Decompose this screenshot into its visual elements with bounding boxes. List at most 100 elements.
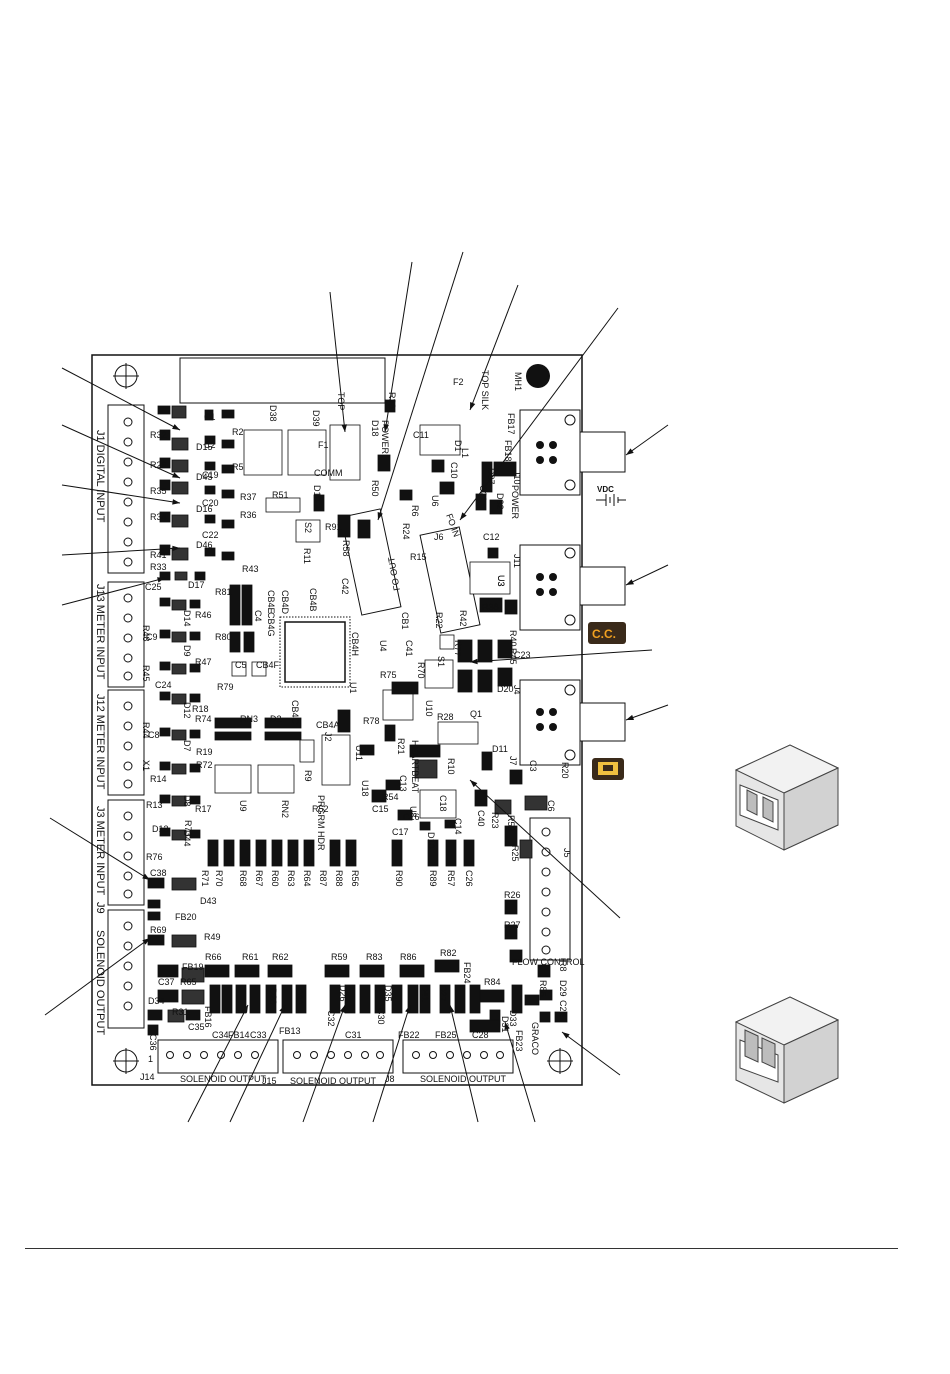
component-label: C2 <box>204 440 216 450</box>
battery-icon <box>596 494 626 506</box>
component-label: R56 <box>350 870 360 887</box>
component-label: D34 <box>148 996 165 1006</box>
component-label: D10 <box>426 832 436 849</box>
leader-arrow-19 <box>279 1005 285 1013</box>
connector-j12 <box>107 689 145 796</box>
label-solenoid-output-left: SOLENOID OUTPUT <box>94 930 106 1035</box>
leader-line-20 <box>302 1004 346 1123</box>
smd-part-42 <box>171 599 187 611</box>
component-label: RN2 <box>280 800 290 818</box>
smd-part-123 <box>419 789 457 819</box>
leader-arrow-13 <box>626 714 634 721</box>
leader-line-17 <box>561 1031 621 1076</box>
component-label: R23 <box>490 812 500 829</box>
component-label: C21 <box>478 485 488 502</box>
component-label: R68 <box>238 870 248 887</box>
smd-part-155 <box>249 984 261 1014</box>
smd-part-164 <box>344 984 356 1014</box>
smd-part-19 <box>221 519 235 529</box>
smd-part-17 <box>171 514 189 528</box>
smd-part-85 <box>255 839 267 867</box>
component-label: R31 <box>172 1007 189 1017</box>
component-label: J5 <box>562 848 572 858</box>
component-label: C17 <box>392 827 409 837</box>
smd-part-61 <box>189 795 201 805</box>
component-label: C13 <box>398 775 408 792</box>
smd-part-91 <box>391 839 403 867</box>
component-label: R57 <box>446 870 456 887</box>
leader-arrow-17 <box>562 1032 570 1039</box>
connector-j8 <box>402 1039 514 1074</box>
smd-part-172 <box>469 984 481 1014</box>
leader-line-22 <box>449 1004 479 1123</box>
top-label-area <box>179 357 386 404</box>
smd-part-117 <box>489 499 503 515</box>
smd-part-149 <box>167 1009 185 1023</box>
component-label: R76 <box>146 852 163 862</box>
leader-line-3 <box>469 284 519 411</box>
component-label: C31 <box>345 1030 362 1040</box>
component-label: U11 <box>354 745 364 761</box>
smd-part-106 <box>497 667 513 687</box>
component-label: D8 <box>182 795 192 807</box>
component-label: R13 <box>146 800 163 810</box>
smd-part-88 <box>303 839 315 867</box>
leader-line-14 <box>49 817 151 881</box>
smd-part-58 <box>189 763 201 773</box>
component-label: R8 <box>558 960 568 972</box>
component-label: R14 <box>150 774 167 784</box>
smd-part-110 <box>469 561 511 595</box>
component-label: R67 <box>254 870 264 887</box>
connector-j9 <box>107 909 145 1029</box>
page-rule <box>25 1248 898 1249</box>
component-label: J8 <box>385 1074 395 1084</box>
smd-part-22 <box>204 547 216 557</box>
component-label: CB4D <box>280 590 290 615</box>
component-label: FLOW CONTROL <box>512 957 585 967</box>
component-label: D19 <box>312 485 322 502</box>
component-label: R59 <box>331 952 348 962</box>
component-label: D15 <box>196 442 213 452</box>
smd-part-156 <box>265 984 277 1014</box>
smd-part-166 <box>374 984 386 1014</box>
component-label: U3 <box>496 575 506 587</box>
component-label: R53 <box>506 815 516 832</box>
smd-part-13 <box>171 481 189 495</box>
component-label: SOLENOID OUTPUT <box>290 1076 377 1086</box>
smd-part-28 <box>287 429 327 476</box>
component-label: R62 <box>272 952 289 962</box>
smd-part-129 <box>509 769 523 785</box>
smd-part-29 <box>329 424 361 481</box>
component-label: R6 <box>410 505 420 517</box>
component-label: D45 <box>196 472 213 482</box>
label-j13-meter-input: J13 METER INPUT <box>94 584 106 680</box>
leader-arrow-18 <box>242 1005 248 1013</box>
smd-part-105 <box>497 639 513 659</box>
smd-part-9 <box>171 459 189 473</box>
leader-line-8 <box>61 547 181 556</box>
smd-part-26 <box>194 571 206 581</box>
smd-part-131 <box>504 825 518 847</box>
smd-part-74 <box>264 731 302 741</box>
component-label: R35 <box>150 486 167 496</box>
smd-part-167 <box>391 984 403 1014</box>
component-label: L1 <box>460 448 470 458</box>
smd-part-32 <box>295 519 321 543</box>
component-label: R30 <box>387 392 397 409</box>
leader-arrow-15 <box>142 938 150 945</box>
component-label: R19 <box>196 747 213 757</box>
component-label: FB23 <box>514 1030 524 1052</box>
component-label: D2 <box>270 714 282 724</box>
component-label: C30 <box>376 1008 386 1025</box>
label-j12-meter-input: J12 METER INPUT <box>94 694 106 790</box>
component-label: F2 <box>453 377 464 387</box>
component-label: D1 <box>453 440 463 452</box>
component-label: POWER <box>510 485 520 520</box>
smd-part-154 <box>235 984 247 1014</box>
smd-part-36 <box>241 584 253 626</box>
smd-part-132 <box>519 839 533 859</box>
smd-part-135 <box>509 949 523 963</box>
label-j3-meter-input: J3 METER INPUT <box>94 806 106 896</box>
smd-part-130 <box>524 795 548 811</box>
component-label: R42 <box>458 610 468 627</box>
